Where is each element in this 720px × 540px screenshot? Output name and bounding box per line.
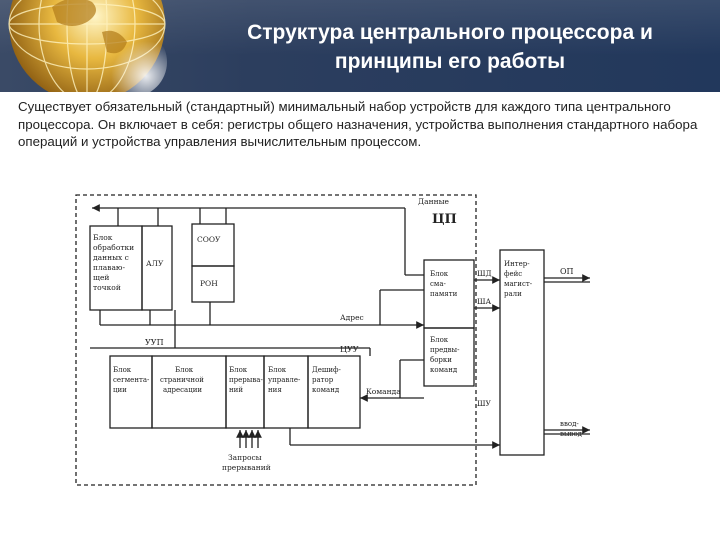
body-paragraph: Существует обязательный (стандартный) ми…: [18, 99, 698, 149]
sha-label: ША: [477, 297, 492, 306]
title-line-2: принципы его работы: [334, 50, 566, 73]
cuu-label: ЦУУ: [340, 345, 359, 354]
slide-title: Структура центрального процессора и прин…: [200, 18, 700, 76]
page-line-2: страничной: [160, 376, 204, 384]
title-line-1: Структура центрального процессора и: [247, 21, 653, 44]
pre-line-4: команд: [430, 366, 458, 374]
page-line-3: адресации: [163, 386, 202, 394]
mem-line-1: Блок: [430, 270, 449, 278]
label-command-bus: Команда: [366, 387, 401, 396]
soou-block: [191, 223, 235, 267]
ctrl-line-1: Блок: [268, 366, 287, 374]
dec-line-3: команд: [312, 386, 340, 394]
shd-label: ШД: [477, 269, 492, 278]
pre-line-1: Блок: [430, 336, 449, 344]
ron-block: [191, 265, 235, 303]
label-data-bus: Данные: [418, 197, 450, 206]
shu-label: ШУ: [477, 399, 492, 408]
fpu-line-4: плаваю-: [93, 263, 125, 272]
io-line-1: ввод-: [560, 420, 579, 428]
mem-line-2: сма-: [430, 280, 447, 288]
ctrl-line-2: управле-: [268, 376, 301, 384]
globe-icon: [8, 0, 167, 92]
intr-line-1: Блок: [229, 366, 248, 374]
ron-label: РОН: [200, 279, 218, 288]
fpu-line-1: Блок: [93, 233, 113, 242]
decoder-block: [307, 355, 361, 429]
prefetch-block: [423, 327, 475, 387]
ctrl-line-3: ния: [268, 386, 282, 394]
seg-line-1: Блок: [113, 366, 132, 374]
io-line-2: вывод: [560, 430, 583, 438]
pre-line-3: борки: [430, 356, 452, 364]
soou-label: СООУ: [197, 235, 221, 244]
fpu-line-5: щей: [93, 273, 109, 282]
page-line-1: Блок: [175, 366, 194, 374]
seg-line-3: ции: [113, 386, 127, 394]
cpu-boundary: [75, 194, 477, 486]
req-line-1: Запросы: [228, 453, 262, 462]
req-line-2: прерываний: [222, 463, 271, 472]
dec-line-2: ратор: [312, 376, 334, 384]
pre-line-2: предвы-: [430, 346, 460, 354]
fpu-line-2: обработки: [93, 243, 134, 252]
intr-line-2: прерыва-: [229, 376, 263, 384]
fpu-line-6: точкой: [93, 283, 121, 292]
uup-label: УУП: [145, 338, 164, 347]
label-cpu: ЦП: [432, 212, 457, 227]
iface-line-4: рали: [504, 290, 522, 298]
iface-line-1: Интер-: [504, 260, 530, 268]
iface-line-3: магист-: [504, 280, 533, 288]
label-address-bus: Адрес: [340, 313, 364, 322]
cpu-structure-diagram: Данные ЦП Блок обработки данных с плаваю…: [75, 194, 590, 486]
slide-header: Структура центрального процессора и прин…: [0, 0, 720, 92]
fpu-line-3: данных с: [93, 253, 129, 262]
alu-label: АЛУ: [146, 259, 164, 268]
op-label: ОП: [560, 267, 574, 276]
mem-line-3: памяти: [430, 290, 458, 298]
dec-line-1: Дешиф-: [312, 366, 341, 374]
alu-block: [141, 225, 173, 311]
bus-interface-block: [499, 249, 545, 456]
intr-line-3: ний: [229, 386, 243, 394]
iface-line-2: фейс: [504, 270, 522, 278]
seg-line-2: сегмента-: [113, 376, 150, 384]
